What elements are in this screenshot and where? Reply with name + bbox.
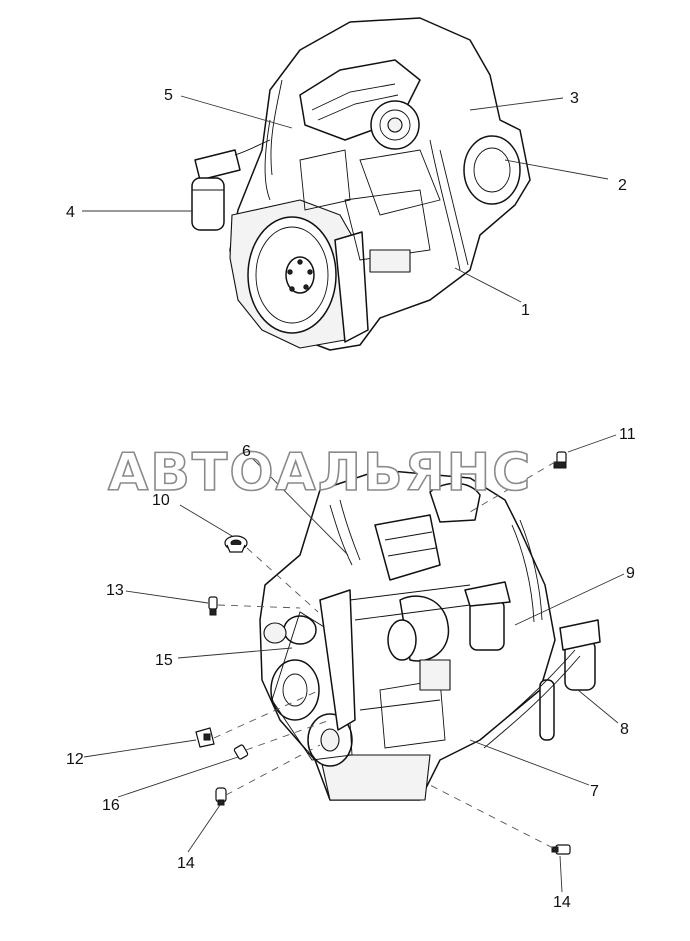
sensor-part-14-right bbox=[551, 844, 571, 855]
assembly-dashed-lines bbox=[213, 461, 556, 849]
thermostat-part bbox=[224, 535, 248, 553]
callout-12: 12 bbox=[66, 751, 84, 768]
sensor-part-13 bbox=[208, 596, 218, 616]
callout-14-left: 14 bbox=[177, 855, 195, 872]
sensor-part-12 bbox=[195, 727, 215, 748]
callout-16: 16 bbox=[102, 797, 120, 814]
callout-1: 1 bbox=[521, 302, 530, 319]
leader-lines bbox=[82, 95, 625, 893]
callout-2: 2 bbox=[618, 177, 627, 194]
callout-4: 4 bbox=[66, 204, 75, 221]
callout-7: 7 bbox=[590, 783, 599, 800]
callout-10: 10 bbox=[152, 492, 170, 509]
callout-11: 11 bbox=[619, 426, 636, 443]
callout-6: 6 bbox=[242, 443, 251, 460]
callout-5: 5 bbox=[164, 87, 173, 104]
callout-3: 3 bbox=[570, 90, 579, 107]
callout-13: 13 bbox=[106, 582, 124, 599]
callout-labels: 1 2 3 4 5 6 7 8 9 10 11 12 13 14 14 15 1… bbox=[66, 87, 636, 911]
watermark-text: АВТОАЛЬЯНС bbox=[108, 443, 532, 503]
engine-assembly-bottom bbox=[259, 469, 601, 801]
callout-15: 15 bbox=[155, 652, 173, 669]
callout-8: 8 bbox=[620, 721, 629, 738]
callout-9: 9 bbox=[626, 565, 635, 582]
engine-assembly-top bbox=[191, 17, 531, 351]
callout-14-right: 14 bbox=[553, 894, 571, 911]
sensor-part-16 bbox=[233, 744, 249, 760]
sensor-part-11 bbox=[553, 451, 567, 469]
sensor-part-14-left bbox=[215, 787, 227, 806]
